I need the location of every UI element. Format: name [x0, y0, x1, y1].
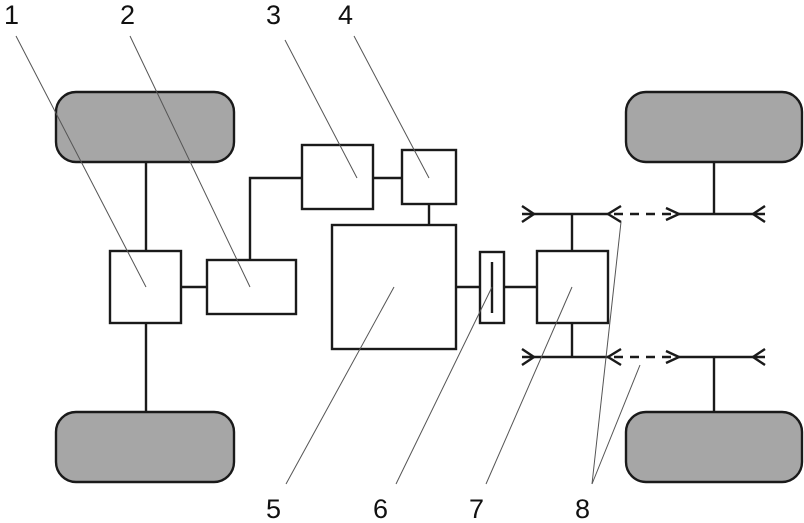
component-3-box: [300, 143, 375, 211]
top-joint-left-fork: [521, 205, 537, 223]
bottom-joint-right-fork: [750, 348, 766, 366]
link-2-3: [248, 176, 302, 260]
leader-1: [15, 35, 147, 288]
label-3: 3: [266, 0, 281, 30]
top-joint-right-fork: [750, 205, 766, 223]
label-8: 8: [575, 494, 590, 523]
label-5: 5: [266, 494, 281, 523]
label-6: 6: [373, 494, 388, 523]
front-left-wheel: [54, 90, 236, 164]
component-2-box: [205, 258, 298, 316]
leader-8a: [591, 221, 622, 485]
leader-2: [129, 35, 251, 288]
label-4: 4: [338, 0, 353, 30]
label-2: 2: [120, 0, 135, 30]
component-7-box: [535, 249, 610, 325]
leader-6: [395, 286, 493, 485]
front-right-wheel: [624, 90, 804, 164]
bottom-joint-left-fork: [521, 348, 537, 366]
leader-7: [485, 286, 573, 485]
leader-4: [353, 35, 430, 179]
leader-3: [284, 39, 358, 179]
bottom-joint-mid-fork: [605, 347, 622, 367]
rear-left-wheel: [54, 410, 236, 484]
leader-8b: [591, 364, 641, 485]
label-7: 7: [469, 494, 484, 523]
label-1: 1: [4, 0, 19, 30]
leader-5: [285, 286, 395, 485]
rear-right-wheel: [624, 410, 804, 484]
top-joint-mid-fork: [605, 204, 622, 224]
